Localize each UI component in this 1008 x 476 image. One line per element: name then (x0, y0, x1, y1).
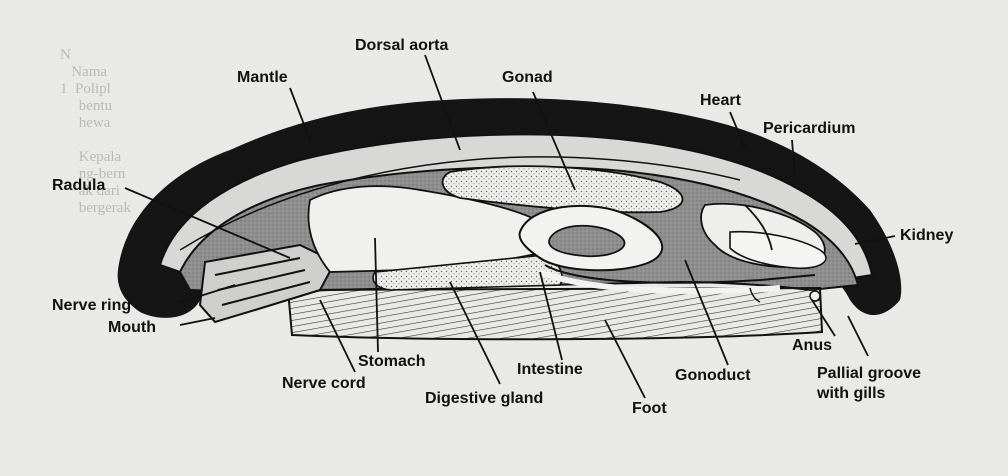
label-pallial-groove-gills: with gills (816, 385, 886, 402)
label-nerve-cord: Nerve cord (282, 375, 366, 392)
label-pericardium: Pericardium (763, 120, 855, 137)
label-intestine: Intestine (517, 361, 583, 378)
label-kidney: Kidney (900, 227, 953, 244)
label-heart: Heart (700, 92, 742, 109)
label-anus: Anus (792, 337, 832, 354)
label-radula: Radula (52, 177, 105, 194)
label-digestive-gland: Digestive gland (425, 390, 543, 407)
label-mantle: Mantle (237, 69, 288, 86)
label-nerve-ring: Nerve ring (52, 297, 131, 314)
label-stomach: Stomach (358, 353, 426, 370)
label-foot: Foot (632, 400, 667, 417)
label-pallial-groove: Pallial groove (817, 365, 921, 382)
label-dorsal-aorta: Dorsal aorta (355, 37, 448, 54)
label-gonad: Gonad (502, 69, 553, 86)
label-mouth: Mouth (108, 319, 156, 336)
label-gonoduct: Gonoduct (675, 367, 751, 384)
